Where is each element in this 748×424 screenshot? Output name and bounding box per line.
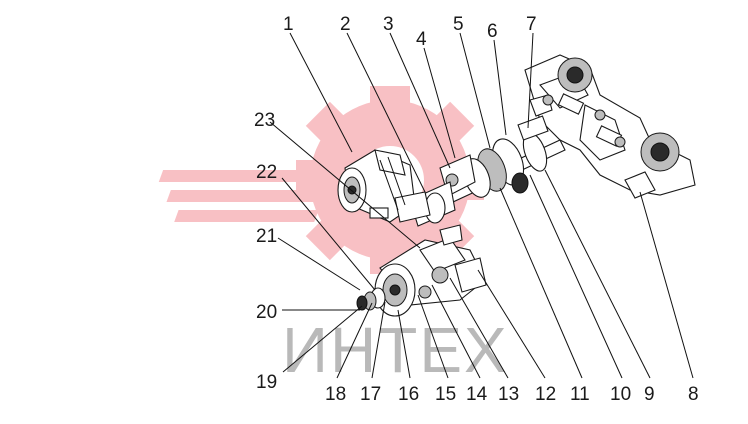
callout-4: 4 — [416, 29, 427, 50]
callout-5: 5 — [453, 14, 464, 35]
callout-8: 8 — [688, 384, 699, 405]
callout-9: 9 — [644, 384, 655, 405]
callout-18: 18 — [325, 384, 346, 405]
callout-1: 1 — [283, 14, 294, 35]
callout-20: 20 — [256, 302, 277, 323]
bogie-frame — [524, 54, 696, 199]
callout-7: 7 — [526, 14, 537, 35]
callout-13: 13 — [498, 384, 519, 405]
callout-labels: 1 2 3 4 5 6 7 8 9 10 11 12 13 14 15 16 1… — [254, 14, 699, 405]
callout-2: 2 — [340, 14, 351, 35]
callout-19: 19 — [256, 372, 277, 393]
callout-11: 11 — [570, 384, 590, 405]
callout-17: 17 — [360, 384, 381, 405]
lower-motor-housing — [356, 224, 487, 317]
callout-23: 23 — [254, 110, 275, 131]
callout-14: 14 — [466, 384, 488, 405]
leader-lines — [269, 32, 694, 379]
central-gear-train — [409, 115, 566, 227]
callout-6: 6 — [487, 21, 498, 42]
watermark-text: ИНТЕХ — [282, 314, 509, 386]
callout-12: 12 — [535, 384, 556, 405]
callout-15: 15 — [435, 384, 456, 405]
callout-22: 22 — [256, 162, 277, 183]
callout-3: 3 — [383, 14, 394, 35]
callout-10: 10 — [610, 384, 631, 405]
callout-16: 16 — [398, 384, 419, 405]
callout-21: 21 — [256, 226, 277, 247]
